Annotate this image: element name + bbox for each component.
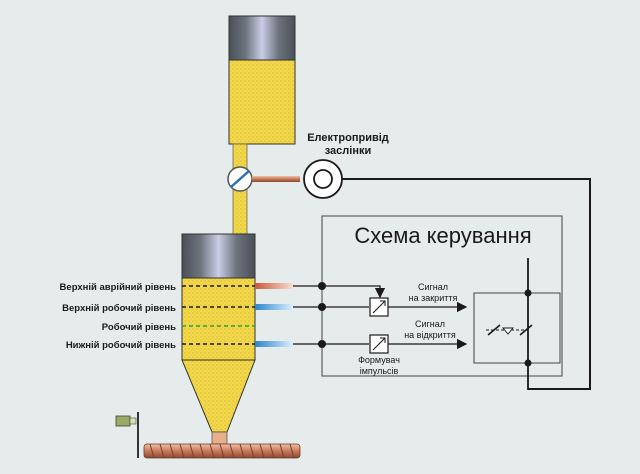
- motor-cable: [342, 178, 591, 390]
- probe-upper-working: [255, 304, 293, 310]
- control-scheme-box: [321, 215, 563, 377]
- level-label-1: Верхній робочий рівень: [62, 303, 176, 314]
- level-label-2: Робочий рівень: [102, 322, 176, 333]
- pulse-former-line2: імпульсів: [360, 366, 399, 376]
- relay-open-icon: [369, 334, 389, 354]
- upper-bin: [228, 15, 296, 145]
- control-title: Схема керування: [354, 223, 531, 248]
- valve-icon[interactable]: [227, 166, 253, 192]
- level-label-3: Нижній робочий рівень: [66, 340, 176, 351]
- signal-open-line2: на відкриття: [404, 330, 456, 340]
- probe-lower-working: [255, 341, 293, 347]
- signal-close-line2: на закриття: [409, 293, 458, 303]
- motor-icon[interactable]: [303, 159, 343, 199]
- actuator-label-line1: Електропривід: [307, 132, 389, 144]
- pulse-former-line1: Формувач: [358, 355, 400, 365]
- auger-icon: [143, 443, 301, 459]
- emergency-wire: [322, 285, 386, 299]
- level-label-0: Верхній аврійний рівень: [60, 282, 177, 293]
- main-silo: [181, 233, 256, 445]
- switch-icon: [473, 258, 561, 390]
- relay-close-icon: [369, 297, 389, 317]
- probe-upper-emergency: [255, 283, 293, 289]
- signal-close-line1: Сигнал: [418, 282, 448, 292]
- signal-open-line1: Сигнал: [415, 319, 445, 329]
- sensor-icon: [115, 412, 139, 458]
- valve-shaft: [252, 176, 300, 182]
- actuator-label-line2: заслінки: [325, 145, 372, 157]
